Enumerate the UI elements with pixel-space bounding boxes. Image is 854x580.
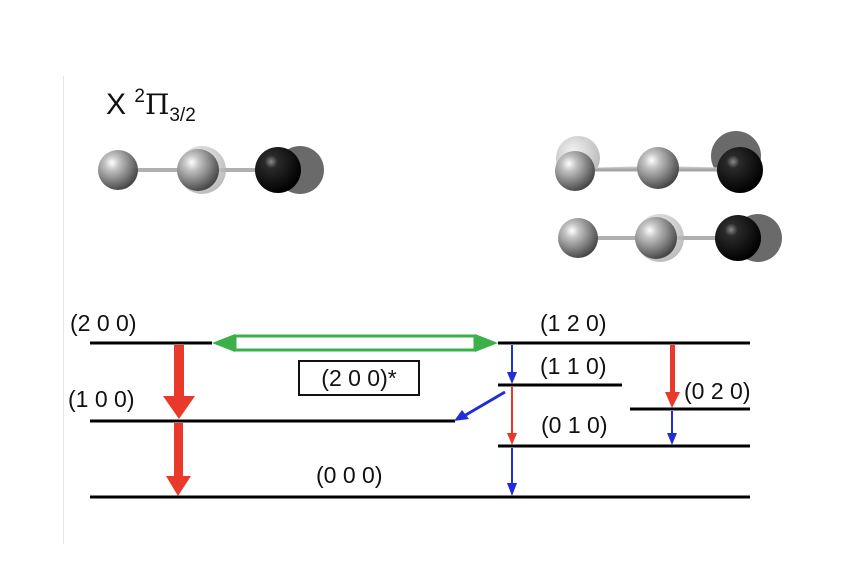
state-multiplicity: 2 [134, 86, 145, 107]
blue-arrow-020-010 [667, 411, 677, 445]
state-symbol: Π [144, 88, 170, 121]
label-level-110: (1 1 0) [540, 353, 607, 379]
carbon-atom [98, 150, 138, 190]
oxygen-atom [255, 147, 301, 193]
carbon-atom [635, 217, 677, 259]
blue-arrow-010-000 [507, 448, 517, 496]
carbon-atom [637, 147, 679, 189]
carbon-atom [558, 218, 598, 258]
label-resonance-state: (2 0 0)* [298, 360, 420, 396]
carbon-atom [177, 149, 219, 191]
electronic-state-label: X 2Π3/2 [106, 86, 196, 127]
red-arrow-100-000 [166, 423, 191, 496]
label-level-100: (1 0 0) [68, 386, 135, 412]
blue-arrow-120-110 [507, 345, 517, 384]
molecule-stretch-mode-right [558, 214, 782, 262]
label-level-010: (0 1 0) [541, 412, 608, 438]
carbon-atom [555, 151, 595, 191]
left-border-line [63, 76, 64, 544]
red-arrow-200-100 [163, 345, 195, 419]
molecule-bend-mode [555, 131, 763, 193]
red-arrow-120-020 [665, 345, 680, 408]
state-prefix: X [106, 88, 135, 121]
red-arrow-110-010 [507, 387, 517, 445]
label-level-020: (0 2 0) [684, 378, 751, 404]
resonance-coupling-arrow [212, 334, 498, 352]
molecule-stretch-mode [98, 146, 324, 194]
blue-arrow-110-100 [454, 390, 506, 421]
state-omega: 3/2 [169, 105, 196, 126]
label-level-000: (0 0 0) [316, 462, 383, 488]
label-level-120: (1 2 0) [540, 310, 607, 336]
label-level-200: (2 0 0) [70, 310, 137, 336]
oxygen-atom [717, 147, 763, 193]
oxygen-atom [715, 215, 761, 261]
